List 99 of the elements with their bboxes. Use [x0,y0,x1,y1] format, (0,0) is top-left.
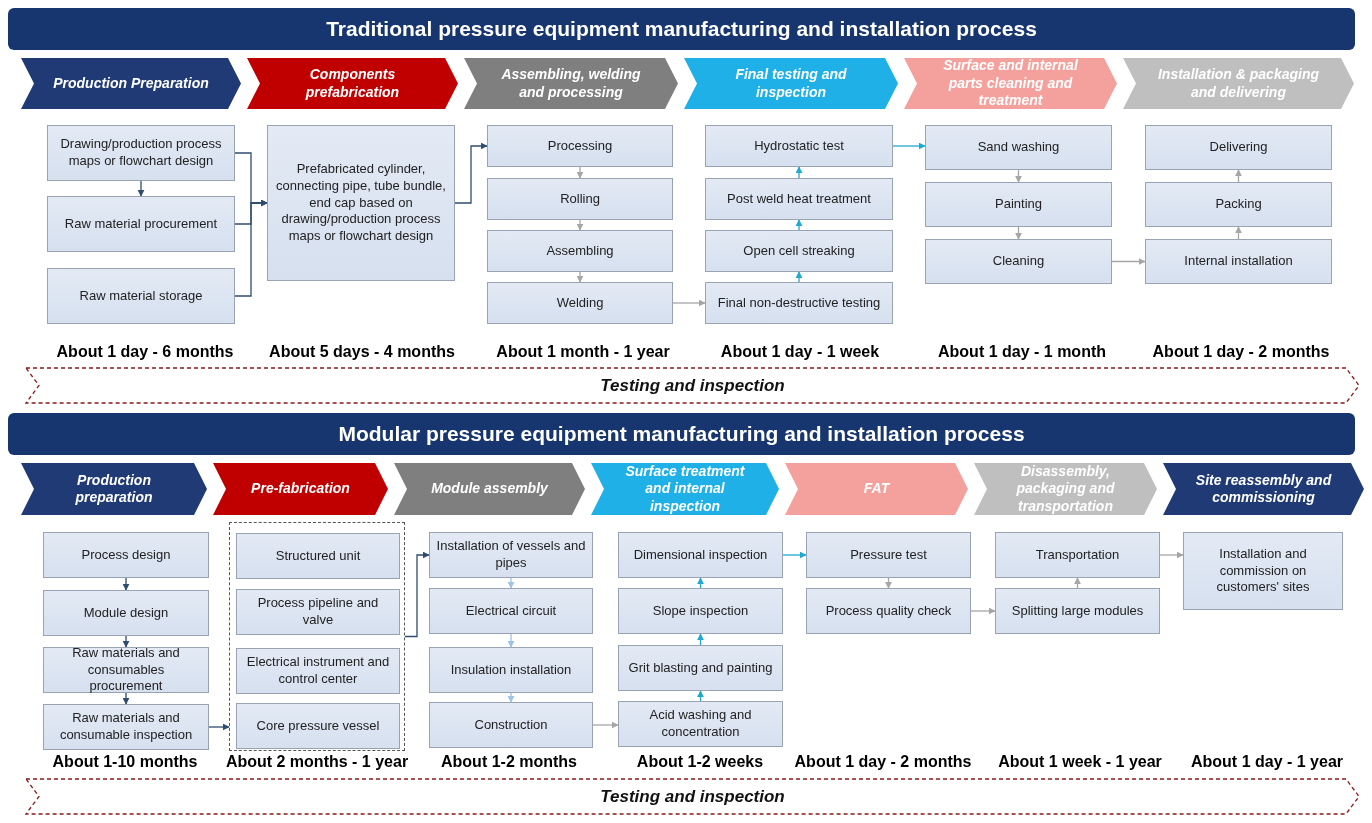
arrow [592,721,619,729]
process-box: Final non-destructive testing [705,282,893,324]
arrow [885,577,892,589]
stage-header: Pre-fabrication [212,462,389,516]
process-box: Internal installation [1145,239,1332,284]
duration-label: About 1 month - 1 year [496,343,670,361]
duration-label: About 5 days - 4 months [269,343,455,361]
process-box: Open cell streaking [705,230,893,272]
arrow [576,166,584,179]
process-box: Raw materials and consumable inspection [43,704,209,750]
process-box: Electrical instrument and control center [236,648,400,694]
arrow [782,551,807,559]
stage-header: Assembling, welding and processing [463,57,679,110]
stage-header: Surface and internal parts cleaning and treatment [903,57,1118,110]
arrow [672,299,706,307]
arrow [507,692,515,703]
arrow [1159,551,1184,559]
arrow [1074,577,1081,589]
process-box: Sand washing [925,125,1112,170]
process-box: Structured unit [236,533,400,579]
process-box: Packing [1145,182,1332,227]
duration-label: About 1 day - 1 week [720,343,880,361]
arrow [507,577,515,589]
arrow [697,633,704,646]
process-box: Construction [429,702,593,748]
process-box: Acid washing and concentration [618,701,783,747]
process-box: Splitting large modules [995,588,1160,634]
duration-label: About 1-2 months [441,753,577,771]
process-box: Assembling [487,230,673,272]
arrow [454,142,488,204]
arrow [122,692,130,705]
stage-header: Final testing and inspection [683,57,899,110]
arrow [208,723,230,731]
process-box: Process quality check [806,588,971,634]
title-banner: Modular pressure equipment manufacturing and installation process [8,413,1355,455]
process-box: Electrical circuit [429,588,593,634]
process-box: Process design [43,532,209,578]
arrow [1235,226,1242,240]
arrow [1015,226,1022,240]
arrow [576,271,584,283]
process-box: Hydrostatic test [705,125,893,167]
arrow [1235,169,1242,183]
arrow [697,690,704,702]
stage-header: Installation & packaging and delivering [1122,57,1355,110]
process-box: Raw material procurement [47,196,235,252]
arrow [1111,258,1146,265]
arrow [576,219,584,231]
duration-label: About 1 day - 6 months [56,343,234,361]
arrow [234,199,268,297]
process-box: Installation of vessels and pipes [429,532,593,578]
process-box: Drawing/production process maps or flowchart design [47,125,235,181]
stage-header: Disassembly, packaging and transportation [973,462,1158,516]
stage-header: Surface treatment and internal inspection [590,462,780,516]
duration-label: About 1-2 weeks [636,753,764,771]
process-box: Welding [487,282,673,324]
duration-label: About 1 day - 2 months [794,753,972,771]
process-box: Transportation [995,532,1160,578]
process-box: Core pressure vessel [236,703,400,749]
arrow [795,166,803,179]
arrow [122,635,130,648]
process-box: Delivering [1145,125,1332,170]
arrow [970,607,996,615]
arrow [122,577,130,591]
process-box: Insulation installation [429,647,593,693]
title-banner: Traditional pressure equipment manufacturing and installation process [8,8,1355,50]
process-box: Module design [43,590,209,636]
duration-label: About 2 months - 1 year [225,753,409,771]
process-box: Raw material storage [47,268,235,324]
process-box: Grit blasting and painting [618,645,783,691]
stage-header: Components prefabrication [246,57,459,110]
stage-header: Production Preparation [20,57,242,110]
process-box: Pressure test [806,532,971,578]
process-box: Painting [925,182,1112,227]
process-box: Process pipeline and valve [236,589,400,635]
testing-band: Testing and inspection [25,778,1360,815]
dashed-group-box [229,522,405,751]
arrow [404,551,430,638]
stage-header: Module assembly [393,462,586,516]
stage-header: Production preparation [20,462,208,516]
process-box: Dimensional inspection [618,532,783,578]
arrow [795,219,803,231]
arrow [892,142,926,150]
process-box: Slope inspection [618,588,783,634]
process-box: Rolling [487,178,673,220]
process-box: Processing [487,125,673,167]
process-box: Installation and commission on customers' sites [1183,532,1343,610]
arrow [1015,169,1022,183]
arrow [795,271,803,283]
stage-header: Site reassembly and commissioning [1162,462,1365,516]
arrow [137,180,145,197]
process-box: Raw materials and consumables procurement [43,647,209,693]
process-box: Cleaning [925,239,1112,284]
arrow [697,577,704,589]
process-box: Prefabricated cylinder, connecting pipe, tube bundle, end cap based on drawing/production process maps or flowchart design [267,125,455,281]
duration-label: About 1-10 months [52,753,198,771]
stage-header: FAT [784,462,969,516]
process-box: Post weld heat treatment [705,178,893,220]
testing-band: Testing and inspection [25,367,1360,404]
arrow [507,633,515,648]
